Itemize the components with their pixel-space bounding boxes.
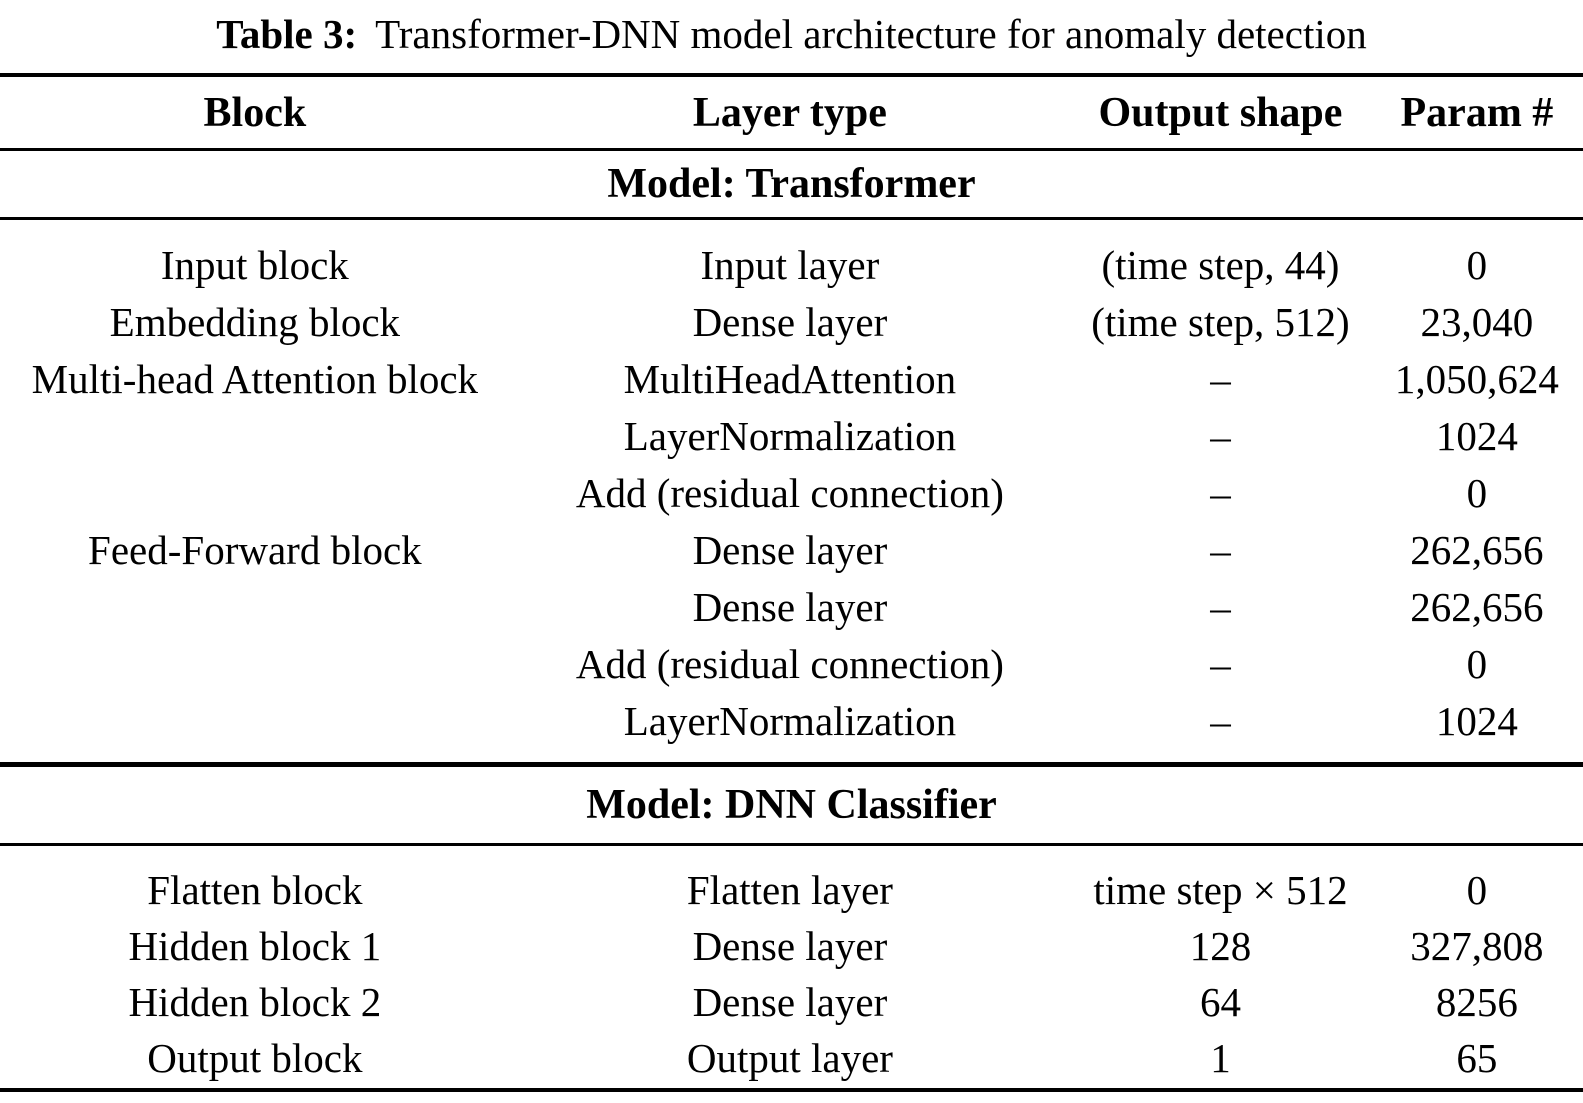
section-body-dnn-classifier: Flatten block Flatten layer time step × 51… (0, 846, 1583, 1088)
table-row: LayerNormalization – 1024 (0, 692, 1583, 749)
table-cell: – (1210, 526, 1231, 573)
table-cell: Add (residual connection) (575, 640, 1004, 687)
table-cell: 64 (1199, 979, 1241, 1025)
table-cell: Add (residual connection) (575, 469, 1004, 516)
table-cell: Flatten layer (686, 867, 893, 913)
table-cell (0, 635, 510, 692)
table-row: Output block Output layer 1 65 (0, 1030, 1583, 1086)
table-cell: Hidden block 2 (128, 979, 382, 1025)
table-cell: 262,656 (1410, 526, 1544, 573)
table-cell: 128 (1189, 923, 1252, 969)
section-header-transformer: Model: Transformer (0, 151, 1583, 220)
table-cell (0, 407, 510, 464)
table-row: Dense layer – 262,656 (0, 578, 1583, 635)
table-cell (0, 692, 510, 749)
table-cell: Output layer (686, 1035, 893, 1081)
table-cell: 0 (1466, 867, 1488, 913)
table-cell: 262,656 (1410, 583, 1544, 630)
table-row: Input block Input layer (time step, 44) 0 (0, 236, 1583, 293)
table-caption-text: Transformer-DNN model architecture for a… (375, 11, 1367, 57)
table-cell: Multi-head Attention block (31, 355, 479, 402)
column-header-layer-type: Layer type (692, 89, 887, 136)
table-row: Multi-head Attention block MultiHeadAtten… (0, 350, 1583, 407)
table-cell: Dense layer (692, 979, 888, 1025)
table-caption: Table 3: Transformer-DNN model architect… (0, 0, 1583, 73)
table-cell: Input block (160, 241, 349, 288)
table-cell: Output block (147, 1035, 363, 1081)
table-cell: 1 (1210, 1035, 1231, 1081)
column-header-output-shape: Output shape (1098, 89, 1343, 136)
table-cell: 1,050,624 (1394, 355, 1559, 402)
table-row: Hidden block 2 Dense layer 64 8256 (0, 974, 1583, 1030)
table-cell: (time step, 44) (1101, 241, 1340, 288)
table-cell: – (1210, 412, 1231, 459)
table-cell: 1024 (1435, 412, 1518, 459)
table-cell: Feed-Forward block (88, 526, 422, 573)
table-row: Flatten block Flatten layer time step × 51… (0, 862, 1583, 918)
table-cell: MultiHeadAttention (623, 355, 957, 402)
column-header-param-count: Param # (1400, 89, 1554, 136)
column-header-block: Block (203, 89, 307, 136)
table-cell (0, 464, 510, 521)
table-cell: Hidden block 1 (128, 923, 382, 969)
table-cell: Dense layer (692, 583, 888, 630)
table-row: Hidden block 1 Dense layer 128 327,808 (0, 918, 1583, 974)
table-cell: LayerNormalization (623, 412, 957, 459)
section-header-dnn-classifier: Model: DNN Classifier (0, 762, 1583, 846)
table-cell: – (1210, 697, 1231, 744)
table-cell: – (1210, 583, 1231, 630)
table-row: Add (residual connection) – 0 (0, 464, 1583, 521)
table-cell: – (1210, 640, 1231, 687)
table-cell: 0 (1466, 241, 1488, 288)
table-cell: Dense layer (692, 526, 888, 573)
table-row: LayerNormalization – 1024 (0, 407, 1583, 464)
table-row: Feed-Forward block Dense layer – 262,656 (0, 521, 1583, 578)
table-cell: 0 (1466, 469, 1488, 516)
architecture-table: Block Layer type Output shape Param # Mo… (0, 73, 1583, 1092)
table-cell: Flatten block (147, 867, 363, 913)
table-cell: 65 (1456, 1035, 1498, 1081)
table-cell: 8256 (1435, 979, 1518, 1025)
table-cell: 23,040 (1420, 298, 1534, 345)
table-row: Embedding block Dense layer (time step, 51… (0, 293, 1583, 350)
table-cell: Input layer (700, 241, 880, 288)
table-cell: 0 (1466, 640, 1488, 687)
table-cell: 1024 (1435, 697, 1518, 744)
table-caption-label: Table 3: (216, 11, 358, 57)
table-cell: LayerNormalization (623, 697, 957, 744)
table-cell: Dense layer (692, 298, 888, 345)
table-cell: 327,808 (1410, 923, 1544, 969)
table-header-row: Block Layer type Output shape Param # (0, 77, 1583, 151)
table-cell: – (1210, 469, 1231, 516)
table-cell: Embedding block (109, 298, 401, 345)
table-row: Add (residual connection) – 0 (0, 635, 1583, 692)
table-cell: Dense layer (692, 923, 888, 969)
table-cell: time step × 512 (1093, 867, 1348, 913)
table-cell: – (1210, 355, 1231, 402)
table-cell (0, 578, 510, 635)
table-cell: (time step, 512) (1091, 298, 1350, 345)
